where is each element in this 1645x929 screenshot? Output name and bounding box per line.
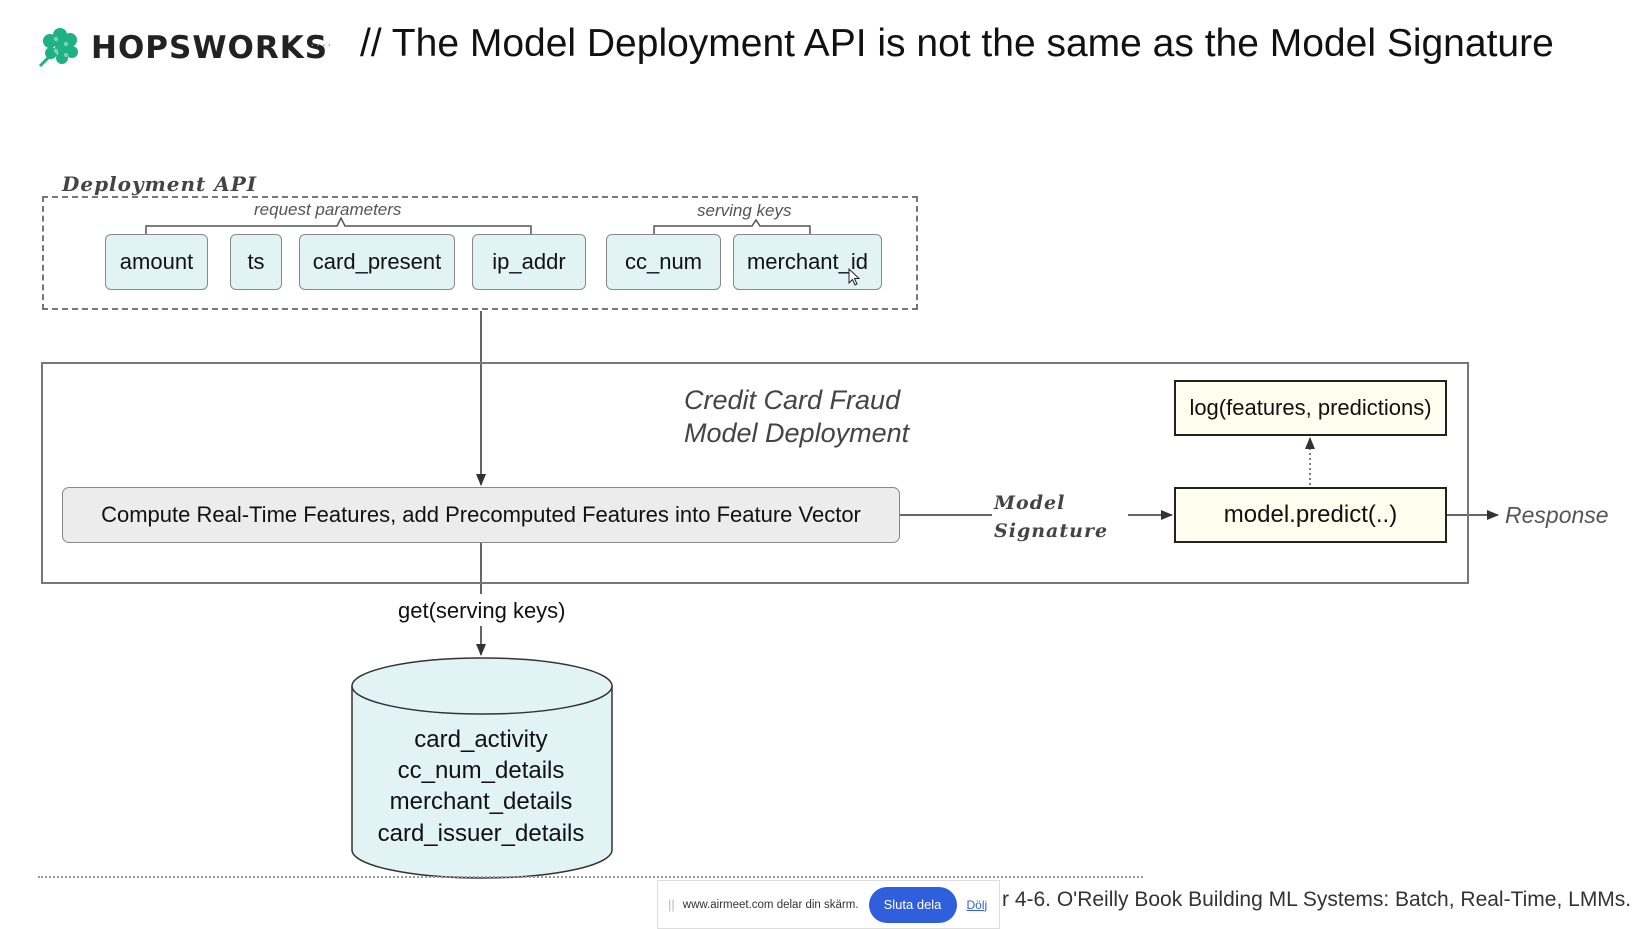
screen-share-message: www.airmeet.com delar din skärm. <box>682 898 859 911</box>
request-parameters-label: request parameters <box>254 200 402 219</box>
param-ts: ts <box>230 234 282 290</box>
footer-divider <box>38 876 1143 878</box>
deployment-api-box <box>42 196 918 310</box>
param-card-present: card_present <box>299 234 455 290</box>
serving-key-cc-num: cc_num <box>606 234 721 290</box>
param-ip-addr: ip_addr <box>472 234 586 290</box>
stop-sharing-button[interactable]: Sluta dela <box>868 886 957 923</box>
predict-step: model.predict(..) <box>1174 487 1447 543</box>
footer-text: r 4-6. O'Reilly Book Building ML Systems… <box>1002 888 1632 911</box>
table-merchant-details: merchant_details <box>389 788 573 815</box>
model-signature-line1: Model <box>994 492 1066 514</box>
hopsworks-hop-icon <box>36 26 80 73</box>
response-label: Response <box>1505 502 1609 528</box>
serving-keys-label: serving keys <box>697 201 792 220</box>
log-step: log(features, predictions) <box>1174 380 1447 436</box>
drag-handle-icon[interactable]: || <box>668 897 675 912</box>
model-deployment-title-line2: Model Deployment <box>684 418 910 448</box>
model-signature-line2: Signature <box>994 520 1109 542</box>
serving-key-merchant-id: merchant_id <box>733 234 882 290</box>
screen-share-bar: || www.airmeet.com delar din skärm. Slut… <box>657 880 1000 929</box>
compute-features-step: Compute Real-Time Features, add Precompu… <box>62 487 900 543</box>
hide-link[interactable]: Dölj <box>966 897 988 912</box>
page-title: // The Model Deployment API is not the s… <box>360 22 1554 65</box>
model-deployment-title: Credit Card Fraud Model Deployment <box>684 384 909 450</box>
request-parameters-bracket <box>145 216 532 234</box>
param-amount: amount <box>105 234 208 290</box>
table-cc-num-details: cc_num_details <box>397 757 565 784</box>
brand-separator: ···· <box>310 36 333 52</box>
model-signature-label: Model Signature <box>994 489 1108 545</box>
get-serving-keys-label: get(serving keys) <box>398 598 566 623</box>
deployment-api-label: Deployment API <box>62 172 258 196</box>
brand-name: HOPSWORKS <box>91 30 329 66</box>
model-deployment-box <box>41 362 1469 584</box>
table-card-activity: card_activity <box>414 726 548 753</box>
serving-keys-bracket <box>653 218 811 234</box>
model-deployment-title-line1: Credit Card Fraud <box>684 385 901 415</box>
feature-store-cylinder <box>351 657 613 879</box>
table-card-issuer-details: card_issuer_details <box>377 820 585 847</box>
mouse-cursor-icon <box>848 267 862 293</box>
